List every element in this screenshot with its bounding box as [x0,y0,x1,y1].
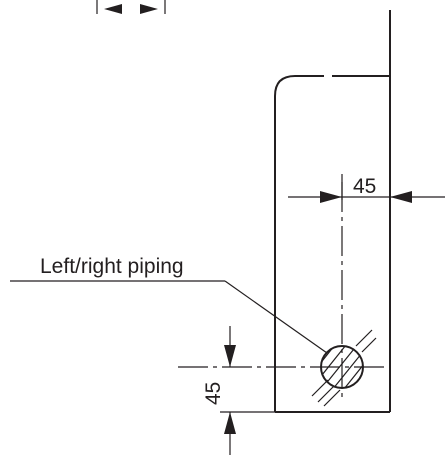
dimension-vertical-label: 45 [202,382,225,405]
pipe-hole-outer-hatch [311,329,377,407]
dimension-arrow-right-icon [390,191,412,203]
pipe-hole [311,329,377,407]
knockout-outline [274,75,390,413]
horizontal-dimension: 45 [288,174,445,203]
dimension-horizontal-label: 45 [353,175,376,198]
vertical-dimension: 45 [202,326,275,455]
callout-leader [10,280,328,354]
dimension-arrow-down-icon [224,345,236,367]
pipe-hole-circle [320,345,364,389]
dimension-arrow-up-icon [224,412,236,434]
top-partial-dimension-marks [96,0,166,14]
knockout-hidden-lines [274,75,345,230]
callout-label-left-right-piping: Left/right piping [40,255,184,278]
dimension-arrow-left-icon [320,191,342,203]
